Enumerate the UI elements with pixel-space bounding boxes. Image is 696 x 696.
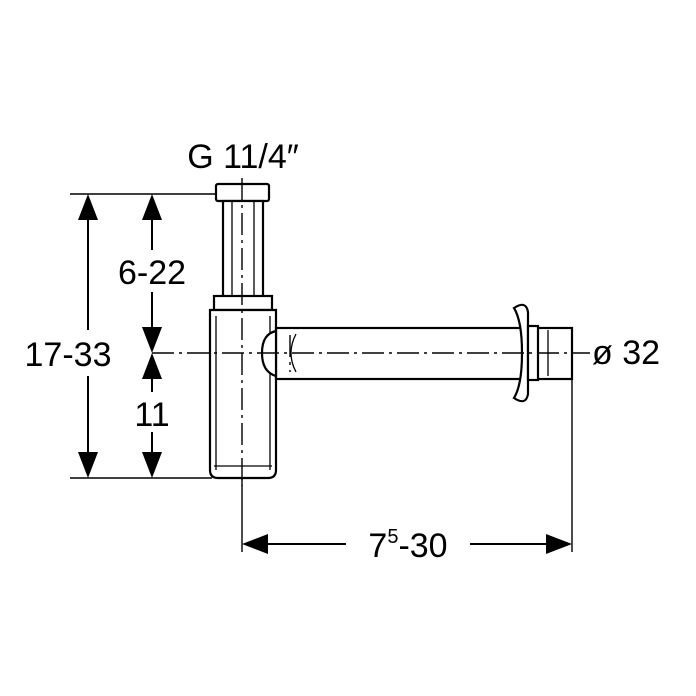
dim-total-height: 17-33 — [25, 194, 112, 478]
outlet-elbow-curve — [290, 333, 297, 373]
inlet-pipe — [221, 199, 265, 304]
dim-length-arrow-right — [546, 534, 572, 554]
dim-total-arrow-bottom — [78, 452, 98, 478]
dim-upper-height: 6-22 — [118, 194, 186, 353]
dim-upper-arrow-top — [142, 194, 162, 220]
dim-lower-label: 11 — [134, 396, 169, 434]
dim-lower-height: 11 — [134, 353, 170, 478]
dim-length-arrow-left — [242, 534, 268, 554]
thread-label: G 11/4″ — [187, 138, 299, 176]
dim-total-arrow-top — [78, 194, 98, 220]
trap-body — [208, 182, 278, 480]
dim-total-label: 17-33 — [25, 336, 112, 374]
dim-length-label: 75-30 — [368, 526, 447, 565]
diameter-label: ø 32 — [592, 334, 660, 372]
dim-length: 75-30 — [242, 526, 572, 565]
wall-rosette — [512, 303, 530, 403]
center-lines — [152, 178, 590, 486]
extension-lines — [70, 193, 573, 552]
dim-upper-arrow-bottom — [142, 327, 162, 353]
collar — [212, 294, 274, 312]
dim-upper-label: 6-22 — [118, 254, 186, 292]
dim-lower-arrow-bottom — [142, 452, 162, 478]
bottle-body — [208, 308, 278, 480]
dim-lower-arrow-top — [142, 353, 162, 379]
